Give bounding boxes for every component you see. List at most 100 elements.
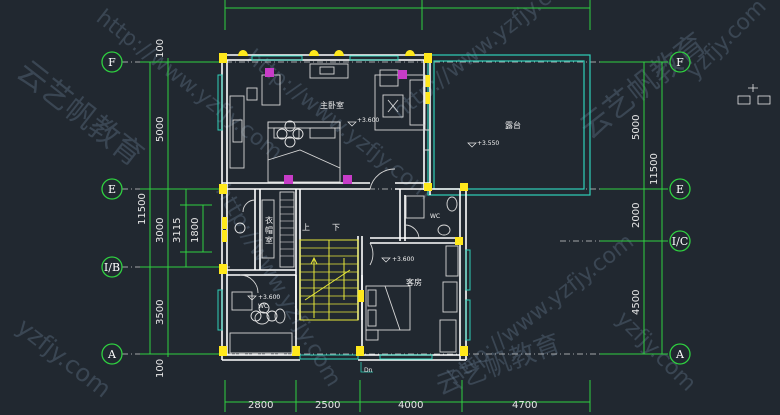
door-swing — [239, 274, 259, 294]
light-symbol-icon — [276, 128, 288, 140]
column — [424, 53, 432, 63]
axis-bubble-left-IB: I/B — [101, 256, 123, 278]
svg-text:F: F — [676, 56, 684, 69]
window — [379, 354, 433, 360]
dim-label-bottom: 2500 — [315, 400, 340, 411]
axis-bubble-left-A: A — [101, 343, 123, 365]
armchair — [379, 69, 399, 87]
room-label-master-bedroom: 主卧室 — [320, 100, 344, 110]
level-label: +3.600 — [357, 117, 379, 124]
room-label-closet: 衣 — [265, 215, 273, 225]
watermark-text: yzfjy.com — [611, 307, 701, 397]
room-label-terrace: 露台 — [505, 120, 521, 130]
lamp-icon — [238, 50, 248, 56]
window — [217, 289, 223, 331]
door-swing — [369, 168, 396, 190]
bath-cabinet — [231, 291, 253, 311]
axis-bubble-right-A: A — [669, 343, 691, 365]
column — [219, 346, 227, 356]
outlet-marker — [265, 68, 274, 77]
closet-hangers — [280, 199, 294, 257]
svg-text:I/B: I/B — [104, 261, 120, 274]
room-labels: 主卧室 露台 客房 衣 帽 室 WC WC — [258, 100, 521, 310]
stair — [299, 239, 359, 321]
axis-bubble-left-F: F — [101, 51, 123, 73]
svg-text:A: A — [107, 348, 117, 361]
column — [222, 217, 227, 229]
dn-arrow-icon — [360, 362, 373, 373]
room-label-guest: 客房 — [406, 277, 422, 287]
level-triangle-icon — [467, 142, 477, 148]
window — [349, 55, 399, 61]
dimension-lines — [140, 0, 668, 412]
column — [460, 346, 468, 356]
door-swing — [424, 129, 430, 151]
legend-glyph — [757, 95, 771, 105]
pillow — [309, 127, 336, 139]
dim-label-bottom: 2800 — [248, 400, 273, 411]
terrace-outer — [427, 54, 591, 196]
terrace-outline — [427, 54, 591, 196]
room-label-wc: WC — [258, 303, 268, 310]
window — [217, 74, 223, 131]
dim-label-right: 5000 — [631, 115, 642, 140]
dim-label-left: 5000 — [155, 117, 166, 142]
axis-bubbles: F E I/B A F E I/C A — [101, 51, 691, 365]
light-symbol-icon — [284, 136, 296, 148]
column — [219, 53, 227, 63]
dim-label-left: 3115 — [172, 218, 183, 243]
furniture — [229, 63, 459, 354]
lamp-icon — [309, 50, 319, 56]
door-swing — [404, 224, 420, 240]
column — [460, 183, 468, 191]
pillow — [367, 289, 377, 307]
svg-text:E: E — [676, 183, 684, 196]
guest-bed — [365, 285, 411, 331]
legend-glyph — [748, 84, 758, 92]
bathtub — [229, 332, 293, 354]
column — [425, 75, 430, 87]
dim-label-left: 11500 — [137, 193, 148, 225]
room-label-closet: 帽 — [265, 225, 273, 235]
guest-wardrobe — [445, 245, 459, 277]
level-label: +3.550 — [477, 140, 499, 147]
watermark-text: 云艺帆教育 — [10, 54, 150, 174]
sofa — [409, 79, 426, 126]
level-marks: +3.600 +3.550 +3.600 +3.600 — [247, 117, 499, 301]
column — [358, 290, 364, 302]
level-triangle-icon — [381, 257, 391, 263]
window — [465, 299, 471, 341]
light-symbol-icon — [250, 310, 262, 322]
windows — [217, 55, 471, 360]
stair-treads — [300, 247, 358, 313]
watermark-text: http://www.yzfjy.com — [388, 0, 584, 125]
stair-down-label: 下 — [332, 223, 340, 232]
dim-label-left: 100 — [155, 359, 166, 378]
symbol-circles — [234, 120, 304, 322]
level-triangle-icon — [347, 121, 357, 127]
dim-label-left: 1800 — [190, 218, 201, 243]
lamp-icon — [334, 50, 344, 56]
room-label-closet: 室 — [265, 235, 273, 245]
sink-icon — [437, 224, 451, 236]
drawer — [232, 119, 243, 143]
light-symbol-icon — [292, 128, 304, 140]
svg-text:A: A — [675, 348, 685, 361]
dim-label-left: 100 — [155, 39, 166, 58]
svg-text:I/C: I/C — [672, 235, 688, 248]
column — [455, 237, 463, 245]
door-swing — [369, 242, 374, 266]
coffee-table — [382, 94, 404, 118]
outlet-marker — [343, 175, 352, 184]
stair-arrow-icon — [310, 256, 318, 318]
terrace-inner — [433, 60, 585, 190]
window — [251, 55, 303, 61]
wardrobe — [229, 95, 245, 169]
pillow — [367, 309, 377, 327]
svg-text:F: F — [108, 56, 116, 69]
dim-label-right: 4500 — [631, 290, 642, 315]
svg-text:E: E — [108, 183, 116, 196]
closet-rail — [261, 199, 275, 259]
dim-label-right: 2000 — [631, 203, 642, 228]
legend-glyph — [737, 95, 751, 105]
